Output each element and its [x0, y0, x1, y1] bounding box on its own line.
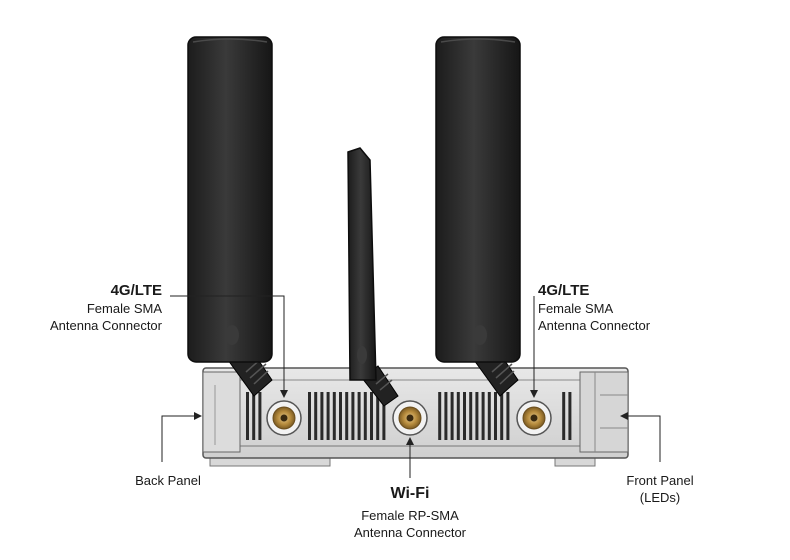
connector-wifi: [392, 400, 428, 436]
ventilation-grille: [246, 392, 572, 440]
vent-slot: [363, 392, 367, 440]
vent-slot: [494, 392, 497, 440]
vent-slot: [370, 392, 373, 440]
vent-slot: [351, 392, 355, 440]
vent-slot: [258, 392, 262, 440]
vent-slot: [487, 392, 491, 440]
vent-slot: [469, 392, 473, 440]
label-lte-left-title: 4G/LTE: [110, 282, 162, 299]
vent-slot: [345, 392, 349, 440]
antenna-lte-right: [435, 36, 521, 397]
label-wifi-line2: Antenna Connector: [353, 525, 467, 540]
label-front-panel-line2: (LEDs): [639, 490, 681, 505]
vent-slot: [382, 392, 386, 440]
label-lte-right: 4G/LTE Female SMA Antenna Connector: [538, 281, 650, 334]
vent-slot: [562, 392, 566, 440]
vent-slot: [500, 392, 504, 440]
label-lte-left: 4G/LTE Female SMA Antenna Connector: [50, 281, 162, 334]
vent-slot: [332, 392, 336, 440]
vent-slot: [463, 392, 466, 440]
vent-slot: [456, 392, 460, 440]
vent-slot: [357, 392, 361, 440]
vent-slot: [314, 392, 318, 440]
arrowheads: [194, 390, 628, 445]
antenna-lte-left: [187, 36, 273, 397]
vent-slot: [450, 392, 454, 440]
label-lte-left-line1: Female SMA: [86, 301, 162, 316]
vent-slot: [568, 392, 572, 440]
label-lte-right-title: 4G/LTE: [538, 282, 590, 299]
leader-lines: [161, 295, 661, 478]
label-front-panel: Front Panel (LEDs): [610, 472, 710, 506]
vent-slot: [481, 392, 485, 440]
vent-slot: [326, 392, 330, 440]
antenna-wifi: [347, 147, 399, 407]
vent-slot: [339, 392, 342, 440]
vent-slot: [320, 392, 324, 440]
label-wifi-title: Wi-Fi: [390, 485, 430, 502]
label-lte-left-line2: Antenna Connector: [49, 318, 162, 333]
label-back-panel: Back Panel: [122, 472, 214, 489]
vent-slot: [308, 392, 311, 440]
vent-slot: [506, 392, 510, 440]
connector-lte-left: [266, 400, 302, 436]
vent-slot: [246, 392, 249, 440]
label-lte-right-line1: Female SMA: [538, 301, 614, 316]
vent-slot: [475, 392, 479, 440]
vent-slot: [376, 392, 380, 440]
label-wifi-line1: Female RP-SMA: [361, 508, 459, 523]
vent-slot: [444, 392, 448, 440]
label-wifi: Wi-Fi Female RP-SMA Antenna Connector: [320, 483, 500, 541]
vent-slot: [252, 392, 256, 440]
label-lte-right-line2: Antenna Connector: [538, 318, 651, 333]
label-front-panel-line1: Front Panel: [626, 473, 694, 488]
label-back-panel-text: Back Panel: [135, 473, 201, 488]
vent-slot: [438, 392, 442, 440]
connector-lte-right: [516, 400, 552, 436]
